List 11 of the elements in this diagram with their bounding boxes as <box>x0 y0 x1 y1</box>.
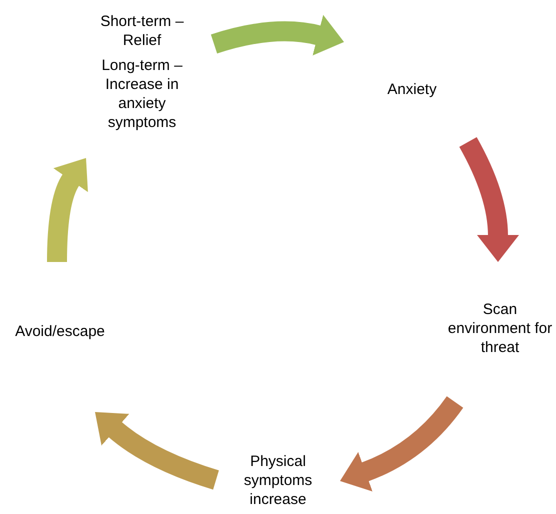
node-label: Short-term – Relief <box>99 12 185 50</box>
node-label: Physical symptoms increase <box>242 452 314 509</box>
curved-arrow <box>94 412 219 490</box>
node-label: Scan environment for threat <box>446 300 554 357</box>
curved-arrow <box>340 396 464 492</box>
curved-arrow <box>459 137 519 262</box>
curved-arrow <box>211 14 344 56</box>
curved-arrow <box>47 157 89 262</box>
node-label: Avoid/escape <box>15 322 105 341</box>
node-label: Long-term – Increase in anxiety symptoms <box>100 56 184 132</box>
node-label: Anxiety <box>387 80 437 99</box>
